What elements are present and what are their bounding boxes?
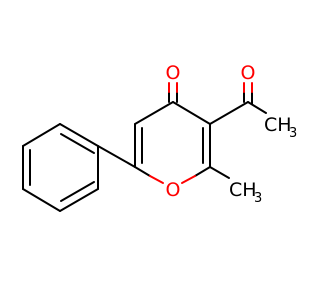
- phenyl-bond-5-inner: [60, 181, 95, 202]
- ring-oxygen-label: O: [166, 179, 181, 201]
- bond-c3-acetyl-c: [209, 101, 249, 125]
- bond-c2-o1-carbon-half: [194, 166, 211, 177]
- bond-c4-c3: [172, 101, 211, 125]
- phenyl-bond-4: [22, 188, 61, 212]
- pyranone-ring: [134, 101, 211, 168]
- bond-acetyl-methyl: [247, 101, 267, 114]
- carbonyl-group: [168, 82, 178, 103]
- phenyl-ring: [22, 123, 99, 212]
- phenyl-bond-2: [22, 123, 61, 147]
- bond-c4-c5: [134, 101, 174, 125]
- phenyl-bond-1-inner: [60, 133, 95, 154]
- acetyl-oxygen-label: O: [241, 62, 256, 84]
- bond-c6-phenyl: [97, 145, 136, 168]
- acetyl-methyl-label: CH: [264, 114, 292, 136]
- ring-methyl-label: CH: [229, 179, 257, 201]
- ring-oxygen-bonds: [134, 166, 211, 184]
- bond-c6-o1-oxygen-half: [149, 175, 164, 184]
- acetyl-group: [209, 82, 267, 125]
- phenyl-bond-1: [59, 123, 99, 147]
- bond-c6-o1-carbon-half: [134, 166, 151, 177]
- bond-c2-methyl: [209, 166, 230, 179]
- acetyl-methyl-subscript: 3: [289, 126, 297, 141]
- bond-c2-o1-oxygen-half: [181, 175, 196, 184]
- structure-diagram: O O O CH 3 CH 3: [22, 62, 297, 212]
- phenyl-bond-5: [59, 188, 99, 212]
- carbonyl-oxygen-label: O: [166, 62, 181, 84]
- ring-methyl-subscript: 3: [254, 191, 262, 206]
- molecule-drawing: O O O CH 3 CH 3: [22, 62, 297, 212]
